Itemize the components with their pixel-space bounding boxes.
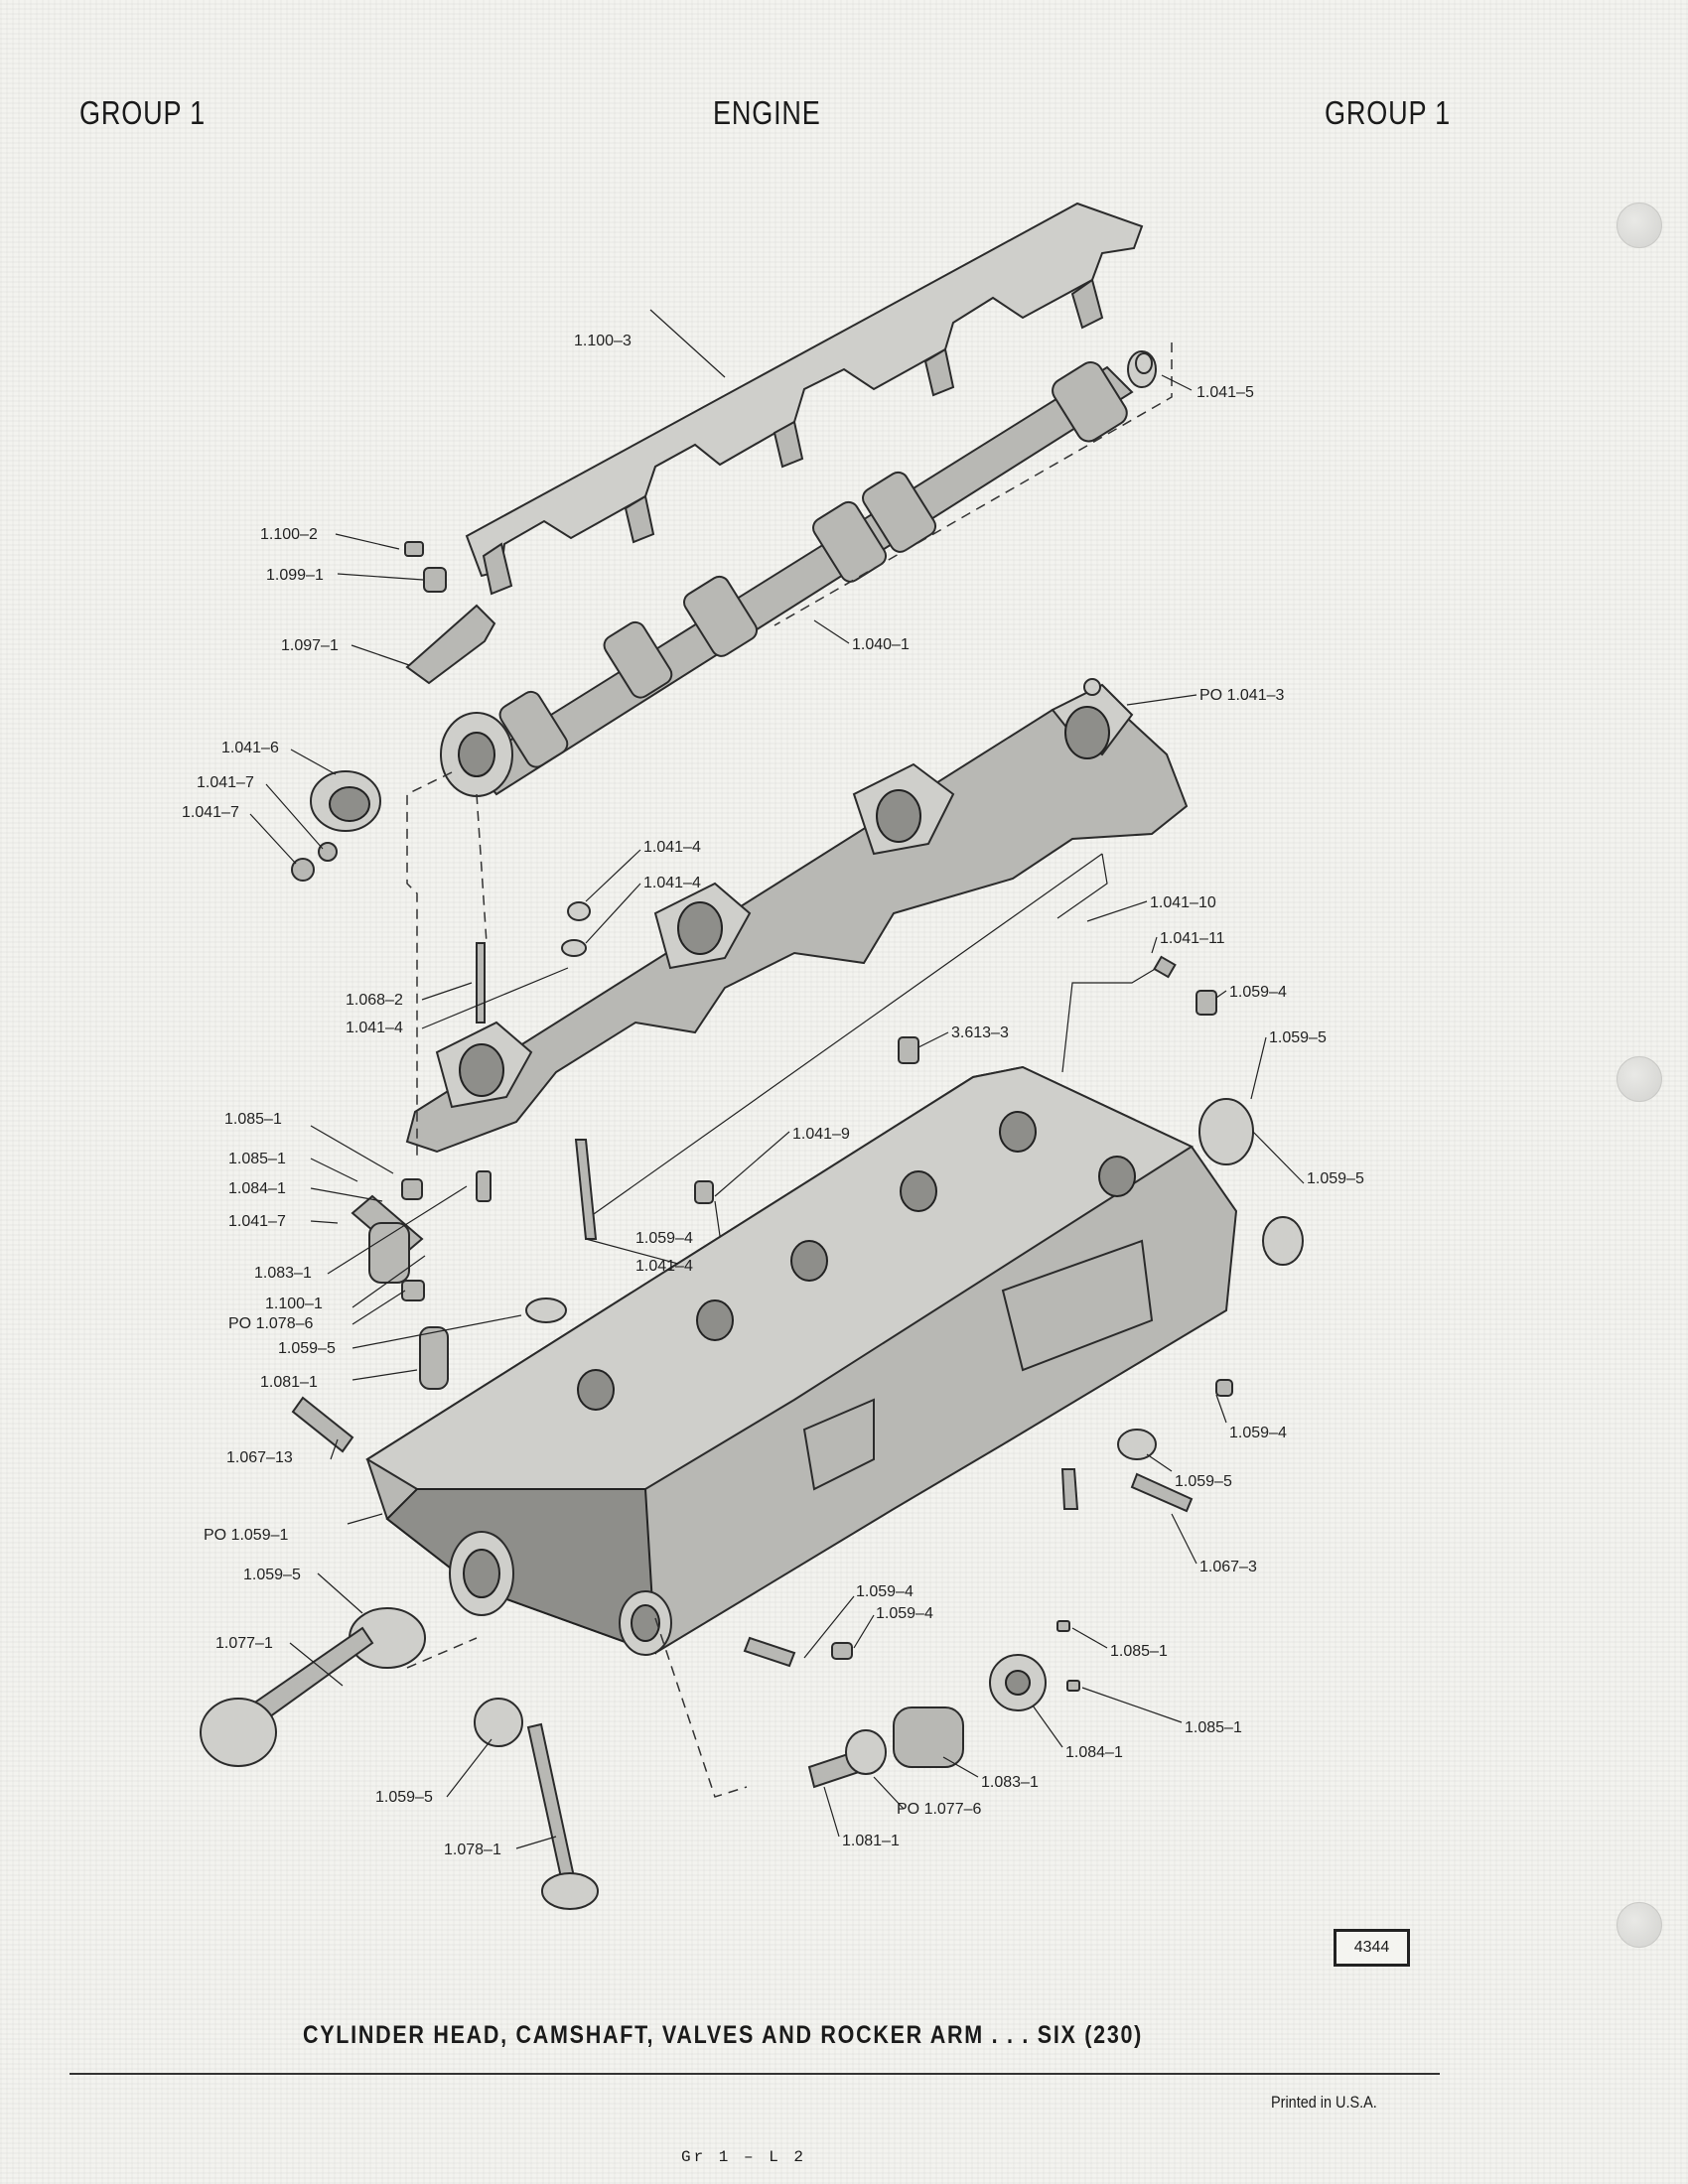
small-parts-illustration xyxy=(200,901,1304,1910)
callout-label: 1.040–1 xyxy=(852,636,910,653)
figure-caption: CYLINDER HEAD, CAMSHAFT, VALVES AND ROCK… xyxy=(303,2021,1144,2049)
callout-labels: 1.100–3 1.041–5 1.100–2 1.099–1 1.040–1 … xyxy=(182,333,1364,1858)
plate-number: 4344 xyxy=(1353,1939,1390,1956)
plate-number-box: 4344 xyxy=(1334,1929,1410,1967)
callout-label: 1.059–4 xyxy=(876,1605,933,1622)
callout-label: 1.100–1 xyxy=(265,1296,323,1312)
binder-hole-top xyxy=(1617,203,1662,248)
callout-label: PO 1.041–3 xyxy=(1199,687,1285,704)
assembly-lines xyxy=(406,342,1173,1798)
callout-label: 1.059–4 xyxy=(1229,1425,1287,1441)
header-group-left: GROUP 1 xyxy=(79,94,207,131)
footer-rule xyxy=(70,2073,1440,2075)
callout-label: 1.041–7 xyxy=(182,804,239,821)
callout-label: 1.100–3 xyxy=(574,333,632,349)
printed-in-note: Printed in U.S.A. xyxy=(1271,2093,1377,2112)
callout-label: 1.041–4 xyxy=(643,875,701,891)
callout-label: 1.059–5 xyxy=(375,1789,433,1806)
callout-label: 3.613–3 xyxy=(951,1024,1009,1041)
callout-label: 1.100–2 xyxy=(260,526,318,543)
rocker-bar-illustration xyxy=(465,202,1144,596)
callout-label: 1.059–5 xyxy=(1269,1029,1327,1046)
callout-label: 1.085–1 xyxy=(224,1111,282,1128)
callout-label: 1.084–1 xyxy=(228,1180,286,1197)
cylinder-head-illustration xyxy=(365,1065,1238,1656)
callout-label: 1.081–1 xyxy=(260,1374,318,1391)
callout-label: 1.085–1 xyxy=(1185,1719,1242,1736)
callout-label: 1.041–6 xyxy=(221,740,279,756)
callout-label: 1.067–13 xyxy=(226,1449,293,1466)
callout-label: 1.084–1 xyxy=(1065,1744,1123,1761)
callout-label: 1.059–5 xyxy=(1307,1170,1364,1187)
callout-label: 1.083–1 xyxy=(254,1265,312,1282)
callout-label: 1.041–4 xyxy=(635,1258,693,1275)
callout-label: 1.099–1 xyxy=(266,567,324,584)
binder-hole-middle xyxy=(1617,1056,1662,1102)
callout-label: 1.041–5 xyxy=(1196,384,1254,401)
callout-label: 1.068–2 xyxy=(346,992,403,1009)
callout-label: PO 1.078–6 xyxy=(228,1315,314,1332)
callout-label: PO 1.077–6 xyxy=(897,1801,982,1818)
callout-label: 1.041–9 xyxy=(792,1126,850,1143)
callout-label: 1.078–1 xyxy=(444,1842,501,1858)
callout-label: 1.077–1 xyxy=(215,1635,273,1652)
callout-label: 1.059–4 xyxy=(1229,984,1287,1001)
binder-hole-bottom xyxy=(1617,1902,1662,1948)
callout-label: 1.041–4 xyxy=(346,1020,403,1036)
callout-label: 1.085–1 xyxy=(228,1151,286,1167)
callout-label: 1.059–4 xyxy=(856,1583,914,1600)
callout-label: 1.059–4 xyxy=(635,1230,693,1247)
rocker-housing-illustration xyxy=(405,678,1189,1154)
rocker-parts-illustration xyxy=(291,541,496,882)
camshaft-illustration xyxy=(440,350,1157,797)
callout-label: PO 1.059–1 xyxy=(204,1527,289,1544)
callout-label: 1.041–10 xyxy=(1150,894,1216,911)
leader-lines xyxy=(249,309,1305,1849)
callout-label: 1.041–11 xyxy=(1160,930,1225,947)
callout-label: 1.041–7 xyxy=(228,1213,286,1230)
callout-label: 1.059–5 xyxy=(1175,1473,1232,1490)
oil-pipe-illustration xyxy=(583,853,1177,1222)
callout-label: 1.059–5 xyxy=(278,1340,336,1357)
callout-label: 1.041–7 xyxy=(197,774,254,791)
callout-label: 1.041–4 xyxy=(643,839,701,856)
callout-label: 1.083–1 xyxy=(981,1774,1039,1791)
callout-label: 1.085–1 xyxy=(1110,1643,1168,1660)
page-code: Gr 1 – L 2 xyxy=(681,2148,807,2166)
callout-label: 1.059–5 xyxy=(243,1567,301,1583)
callout-label: 1.097–1 xyxy=(281,637,339,654)
header-group-right: GROUP 1 xyxy=(1325,94,1452,131)
callout-label: 1.081–1 xyxy=(842,1833,900,1849)
header-title: ENGINE xyxy=(713,94,821,131)
callout-label: 1.067–3 xyxy=(1199,1559,1257,1575)
